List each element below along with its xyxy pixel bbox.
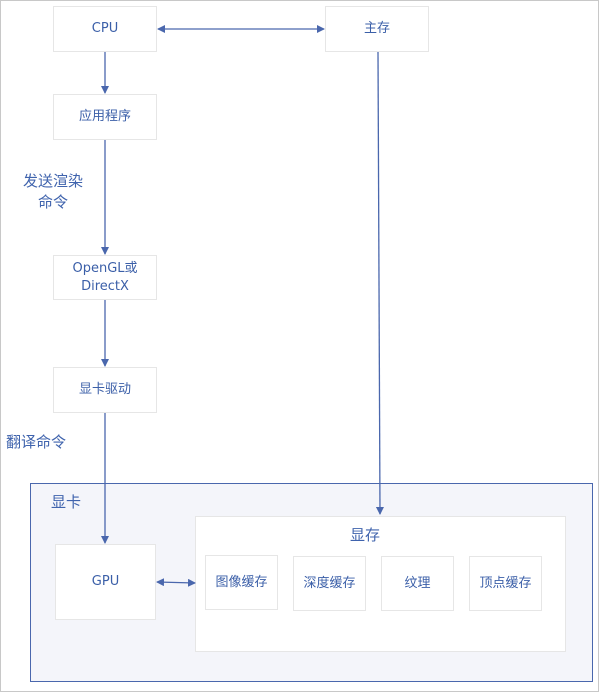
buffer-image-cache: 图像缓存	[205, 555, 278, 610]
main-memory-node: 主存	[325, 6, 429, 52]
gpu-label: GPU	[91, 574, 120, 589]
send-render-commands-label: 发送渲染 命令	[12, 171, 94, 213]
send-render-commands-line2: 命令	[37, 193, 68, 211]
gpu-driver-node: 显卡驱动	[53, 367, 157, 413]
buffer-texture-label: 纹理	[404, 575, 431, 591]
opengl-directx-label-line2: DirectX	[81, 278, 129, 294]
gpu-node: GPU	[55, 544, 156, 620]
translate-commands-label: 翻译命令	[6, 433, 67, 451]
main-memory-label: 主存	[363, 21, 390, 36]
send-render-commands-line1: 发送渲染	[22, 172, 83, 190]
opengl-directx-node: OpenGL或 DirectX	[53, 255, 157, 300]
buffer-texture: 纹理	[381, 556, 454, 611]
buffer-vertex-cache: 顶点缓存	[469, 556, 542, 611]
cpu-node: CPU	[53, 6, 157, 52]
buffer-depth-cache: 深度缓存	[293, 556, 366, 611]
gpu-driver-label: 显卡驱动	[78, 382, 131, 397]
vram-title: 显存	[349, 526, 380, 544]
arrow-memory-vram	[375, 51, 384, 515]
buffer-vertex-cache-label: 顶点缓存	[479, 575, 532, 591]
cpu-label: CPU	[91, 21, 119, 36]
graphics-card-title: 显卡	[50, 493, 81, 511]
buffer-image-cache-label: 图像缓存	[215, 574, 268, 590]
opengl-directx-label-line1: OpenGL或	[72, 260, 138, 276]
buffer-depth-cache-label: 深度缓存	[303, 575, 356, 591]
arrow-gpu-vram	[156, 578, 196, 587]
application-node: 应用程序	[53, 94, 157, 140]
application-label: 应用程序	[78, 109, 131, 124]
